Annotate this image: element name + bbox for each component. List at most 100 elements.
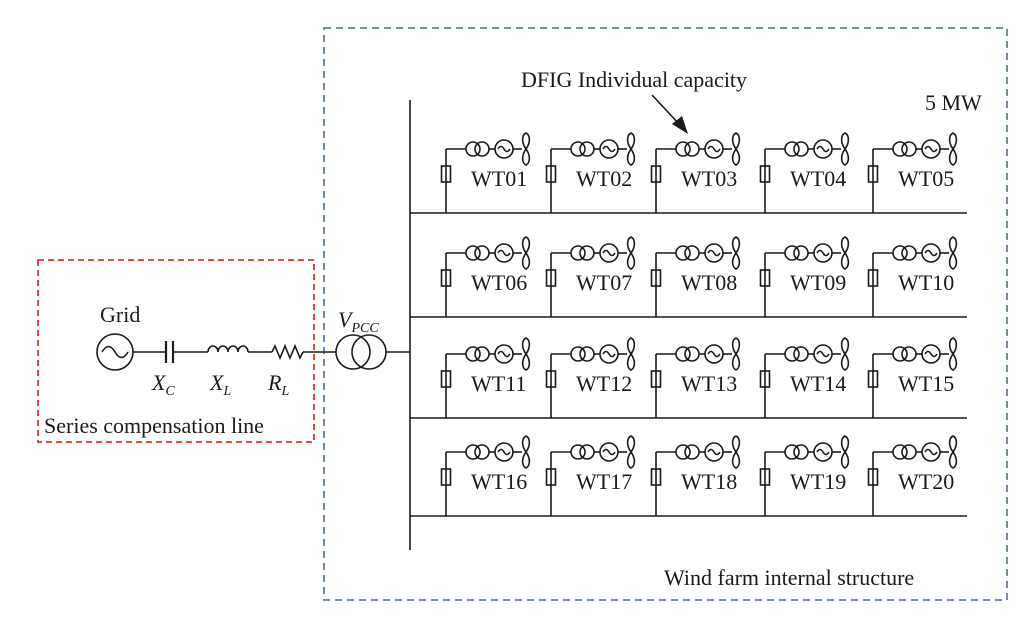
wind-turbine-icon <box>948 132 958 151</box>
turbine-unit: WT11 <box>440 337 531 418</box>
capacity-value: 5 MW <box>925 90 982 115</box>
unit-transformer-symbol <box>474 444 490 460</box>
wind-turbine-icon <box>731 337 741 356</box>
unit-transformer-symbol <box>892 141 908 157</box>
unit-transformer-symbol <box>684 141 700 157</box>
turbine-unit: WT06 <box>440 236 531 317</box>
unit-transformer-symbol <box>465 245 481 261</box>
turbine-label: WT10 <box>898 270 954 295</box>
crowbar-resistor-symbol <box>759 165 771 183</box>
turbine-unit: WT05 <box>867 132 958 213</box>
unit-transformer-symbol <box>793 141 809 157</box>
annotation-arrowhead <box>672 116 688 134</box>
unit-transformer-symbol <box>474 245 490 261</box>
crowbar-resistor-symbol <box>759 269 771 287</box>
unit-transformer-symbol <box>892 444 908 460</box>
series-compensation-label: Series compensation line <box>44 413 264 438</box>
crowbar-resistor-symbol <box>650 370 662 388</box>
turbine-label: WT05 <box>898 166 954 191</box>
turbine-label: WT17 <box>576 469 632 494</box>
wind-turbine-icon <box>626 236 636 255</box>
turbine-label: WT09 <box>790 270 846 295</box>
turbine-label: WT07 <box>576 270 632 295</box>
unit-transformer-symbol <box>684 245 700 261</box>
unit-transformer-symbol <box>675 245 691 261</box>
wind-turbine-icon <box>948 337 958 356</box>
unit-transformer-symbol <box>579 141 595 157</box>
unit-transformer-symbol <box>793 444 809 460</box>
unit-transformer-symbol <box>793 346 809 362</box>
unit-transformer-symbol <box>793 245 809 261</box>
turbine-label: WT01 <box>471 166 527 191</box>
unit-transformer-symbol <box>579 245 595 261</box>
wind-turbine-icon <box>840 236 850 255</box>
annotation-arrow <box>651 94 681 126</box>
wind-turbine-icon <box>521 236 531 255</box>
crowbar-resistor-symbol <box>545 269 557 287</box>
turbine-unit: WT19 <box>759 435 850 516</box>
crowbar-resistor-symbol <box>759 370 771 388</box>
unit-transformer-symbol <box>784 346 800 362</box>
turbine-label: WT06 <box>471 270 527 295</box>
vpcc-label: VPCC <box>338 307 379 336</box>
crowbar-resistor-symbol <box>759 468 771 486</box>
wind-turbine-icon <box>626 337 636 356</box>
crowbar-resistor-symbol <box>650 269 662 287</box>
unit-transformer-symbol <box>474 141 490 157</box>
xc-label: XC <box>151 370 175 399</box>
unit-transformer-symbol <box>784 141 800 157</box>
crowbar-resistor-symbol <box>545 165 557 183</box>
crowbar-resistor-symbol <box>545 370 557 388</box>
unit-transformer-symbol <box>675 346 691 362</box>
turbine-label: WT03 <box>681 166 737 191</box>
crowbar-resistor-symbol <box>650 165 662 183</box>
unit-transformer-symbol <box>684 346 700 362</box>
series-compensation-boundary <box>37 259 315 443</box>
turbine-label: WT08 <box>681 270 737 295</box>
series-capacitor-symbol <box>164 341 175 363</box>
turbine-label: WT16 <box>471 469 527 494</box>
wind-farm-boundary <box>323 27 1008 601</box>
unit-transformer-symbol <box>684 444 700 460</box>
turbine-unit: WT10 <box>867 236 958 317</box>
crowbar-resistor-symbol <box>867 269 879 287</box>
unit-transformer-symbol <box>675 444 691 460</box>
crowbar-resistor-symbol <box>440 468 452 486</box>
crowbar-resistor-symbol <box>545 468 557 486</box>
unit-transformer-symbol <box>465 444 481 460</box>
turbine-unit: WT14 <box>759 337 850 418</box>
turbine-label: WT18 <box>681 469 737 494</box>
crowbar-resistor-symbol <box>867 165 879 183</box>
wind-turbine-icon <box>840 435 850 454</box>
unit-transformer-symbol <box>784 444 800 460</box>
unit-transformer-symbol <box>579 346 595 362</box>
turbine-unit: WT13 <box>650 337 741 418</box>
turbine-unit: WT03 <box>650 132 741 213</box>
grid-source-symbol <box>96 333 134 371</box>
crowbar-resistor-symbol <box>440 165 452 183</box>
wind-turbine-icon <box>731 132 741 151</box>
wind-turbine-icon <box>626 132 636 151</box>
crowbar-resistor-symbol <box>440 269 452 287</box>
turbine-unit: WT08 <box>650 236 741 317</box>
turbine-unit: WT04 <box>759 132 850 213</box>
unit-transformer-symbol <box>892 346 908 362</box>
turbine-unit: WT01 <box>440 132 531 213</box>
pcc-transformer-symbol <box>335 334 387 370</box>
unit-transformer-symbol <box>901 444 917 460</box>
wind-turbine-icon <box>731 236 741 255</box>
turbine-label: WT20 <box>898 469 954 494</box>
rl-label: RL <box>267 370 289 399</box>
grid-label: Grid <box>100 302 140 327</box>
unit-transformer-symbol <box>892 245 908 261</box>
unit-transformer-symbol <box>570 444 586 460</box>
turbine-label: WT11 <box>471 371 526 396</box>
turbine-unit: WT17 <box>545 435 636 516</box>
turbine-unit: WT02 <box>545 132 636 213</box>
unit-transformer-symbol <box>784 245 800 261</box>
wind-farm-label: Wind farm internal structure <box>664 565 914 590</box>
turbine-unit: WT09 <box>759 236 850 317</box>
xl-label: XL <box>209 370 231 399</box>
line-resistor-symbol <box>271 343 304 361</box>
